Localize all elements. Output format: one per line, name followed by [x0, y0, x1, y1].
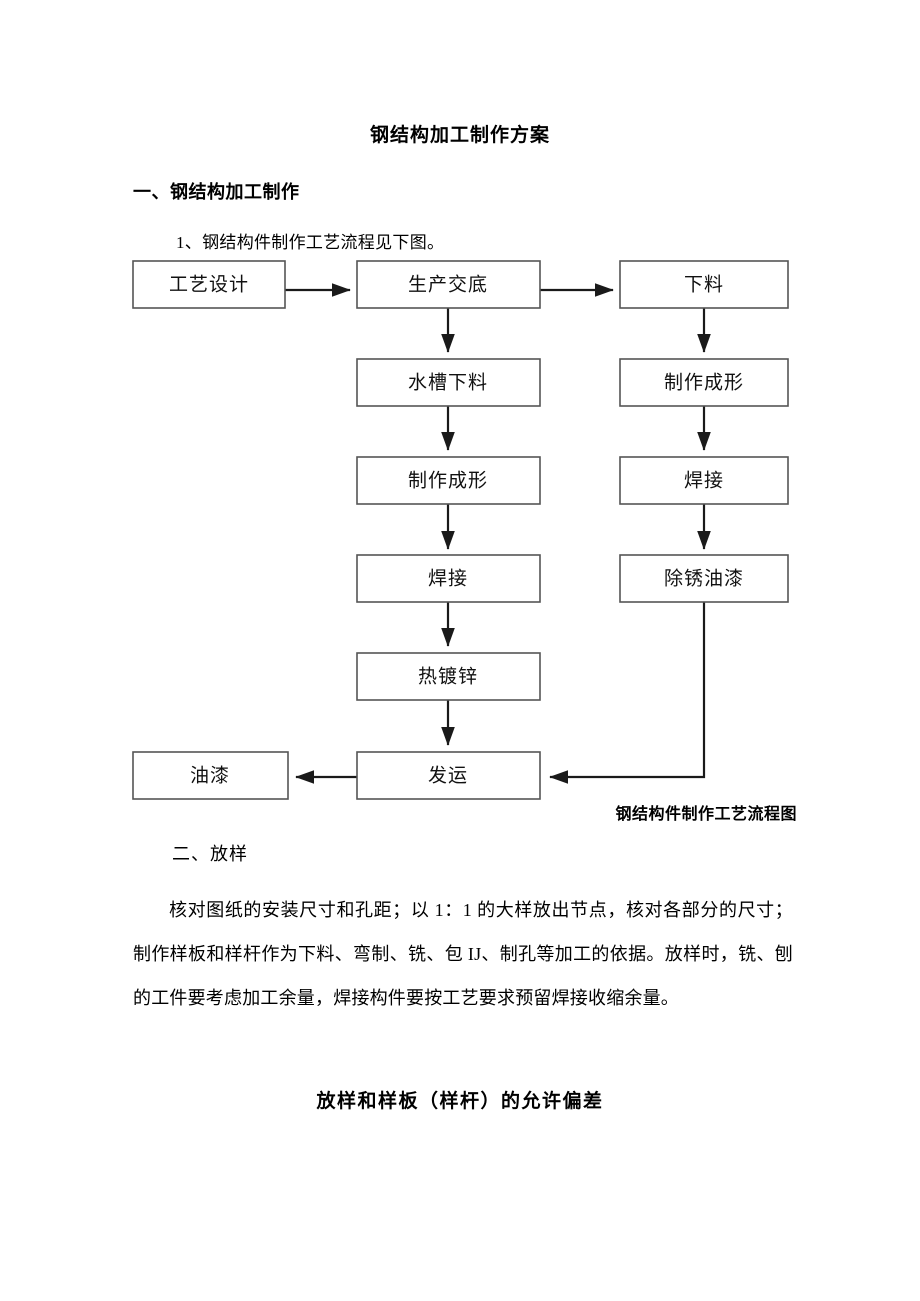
- flow-node-label: 下料: [684, 273, 724, 295]
- section-heading-one: 一、钢结构加工制作: [133, 182, 300, 202]
- flow-node-fayun[interactable]: 发运: [356, 751, 541, 800]
- flow-node-chuxiuyouqi[interactable]: 除锈油漆: [619, 554, 789, 603]
- flow-node-redujixin[interactable]: 热镀锌: [356, 652, 541, 701]
- flow-node-shuicaoxialiao[interactable]: 水槽下料: [356, 358, 541, 407]
- flow-node-hanjie-middle[interactable]: 焊接: [356, 554, 541, 603]
- flow-node-zhizuochengxing-right[interactable]: 制作成形: [619, 358, 789, 407]
- edge-n9-n11: [549, 602, 706, 784]
- flow-node-label: 焊接: [428, 567, 468, 589]
- flow-node-label: 制作成形: [664, 371, 744, 393]
- section-two-paragraph: 核对图纸的安装尺寸和孔距；以 1：1 的大样放出节点，核对各部分的尺寸；制作样板…: [133, 900, 793, 1008]
- flow-node-label: 制作成形: [408, 469, 488, 491]
- flow-node-label: 水槽下料: [408, 371, 488, 393]
- flow-node-xialiao[interactable]: 下料: [619, 260, 789, 309]
- flow-node-zhizuochengxing-middle[interactable]: 制作成形: [356, 456, 541, 505]
- flow-node-label: 工艺设计: [169, 273, 249, 295]
- flow-node-hanjie-right[interactable]: 焊接: [619, 456, 789, 505]
- page-title: 钢结构加工制作方案: [369, 125, 550, 146]
- flow-node-label: 油漆: [190, 764, 230, 786]
- flow-node-label: 焊接: [684, 469, 724, 491]
- bottom-heading: 放样和样板（样杆）的允许偏差: [316, 1091, 604, 1112]
- flow-node-label: 热镀锌: [418, 665, 478, 687]
- flow-node-gongyisheji[interactable]: 工艺设计: [132, 260, 286, 309]
- flowchart-caption: 钢结构件制作工艺流程图: [615, 806, 797, 823]
- flow-node-label: 发运: [428, 764, 468, 786]
- flow-node-youqi[interactable]: 油漆: [132, 751, 289, 800]
- section-one-subtext: 1、钢结构件制作工艺流程见下图。: [176, 233, 445, 252]
- section-heading-two: 二、放样: [172, 844, 248, 864]
- flow-node-label: 生产交底: [408, 273, 488, 295]
- flow-node-label: 除锈油漆: [664, 567, 744, 589]
- flow-node-shengchanjiaodi[interactable]: 生产交底: [356, 260, 541, 309]
